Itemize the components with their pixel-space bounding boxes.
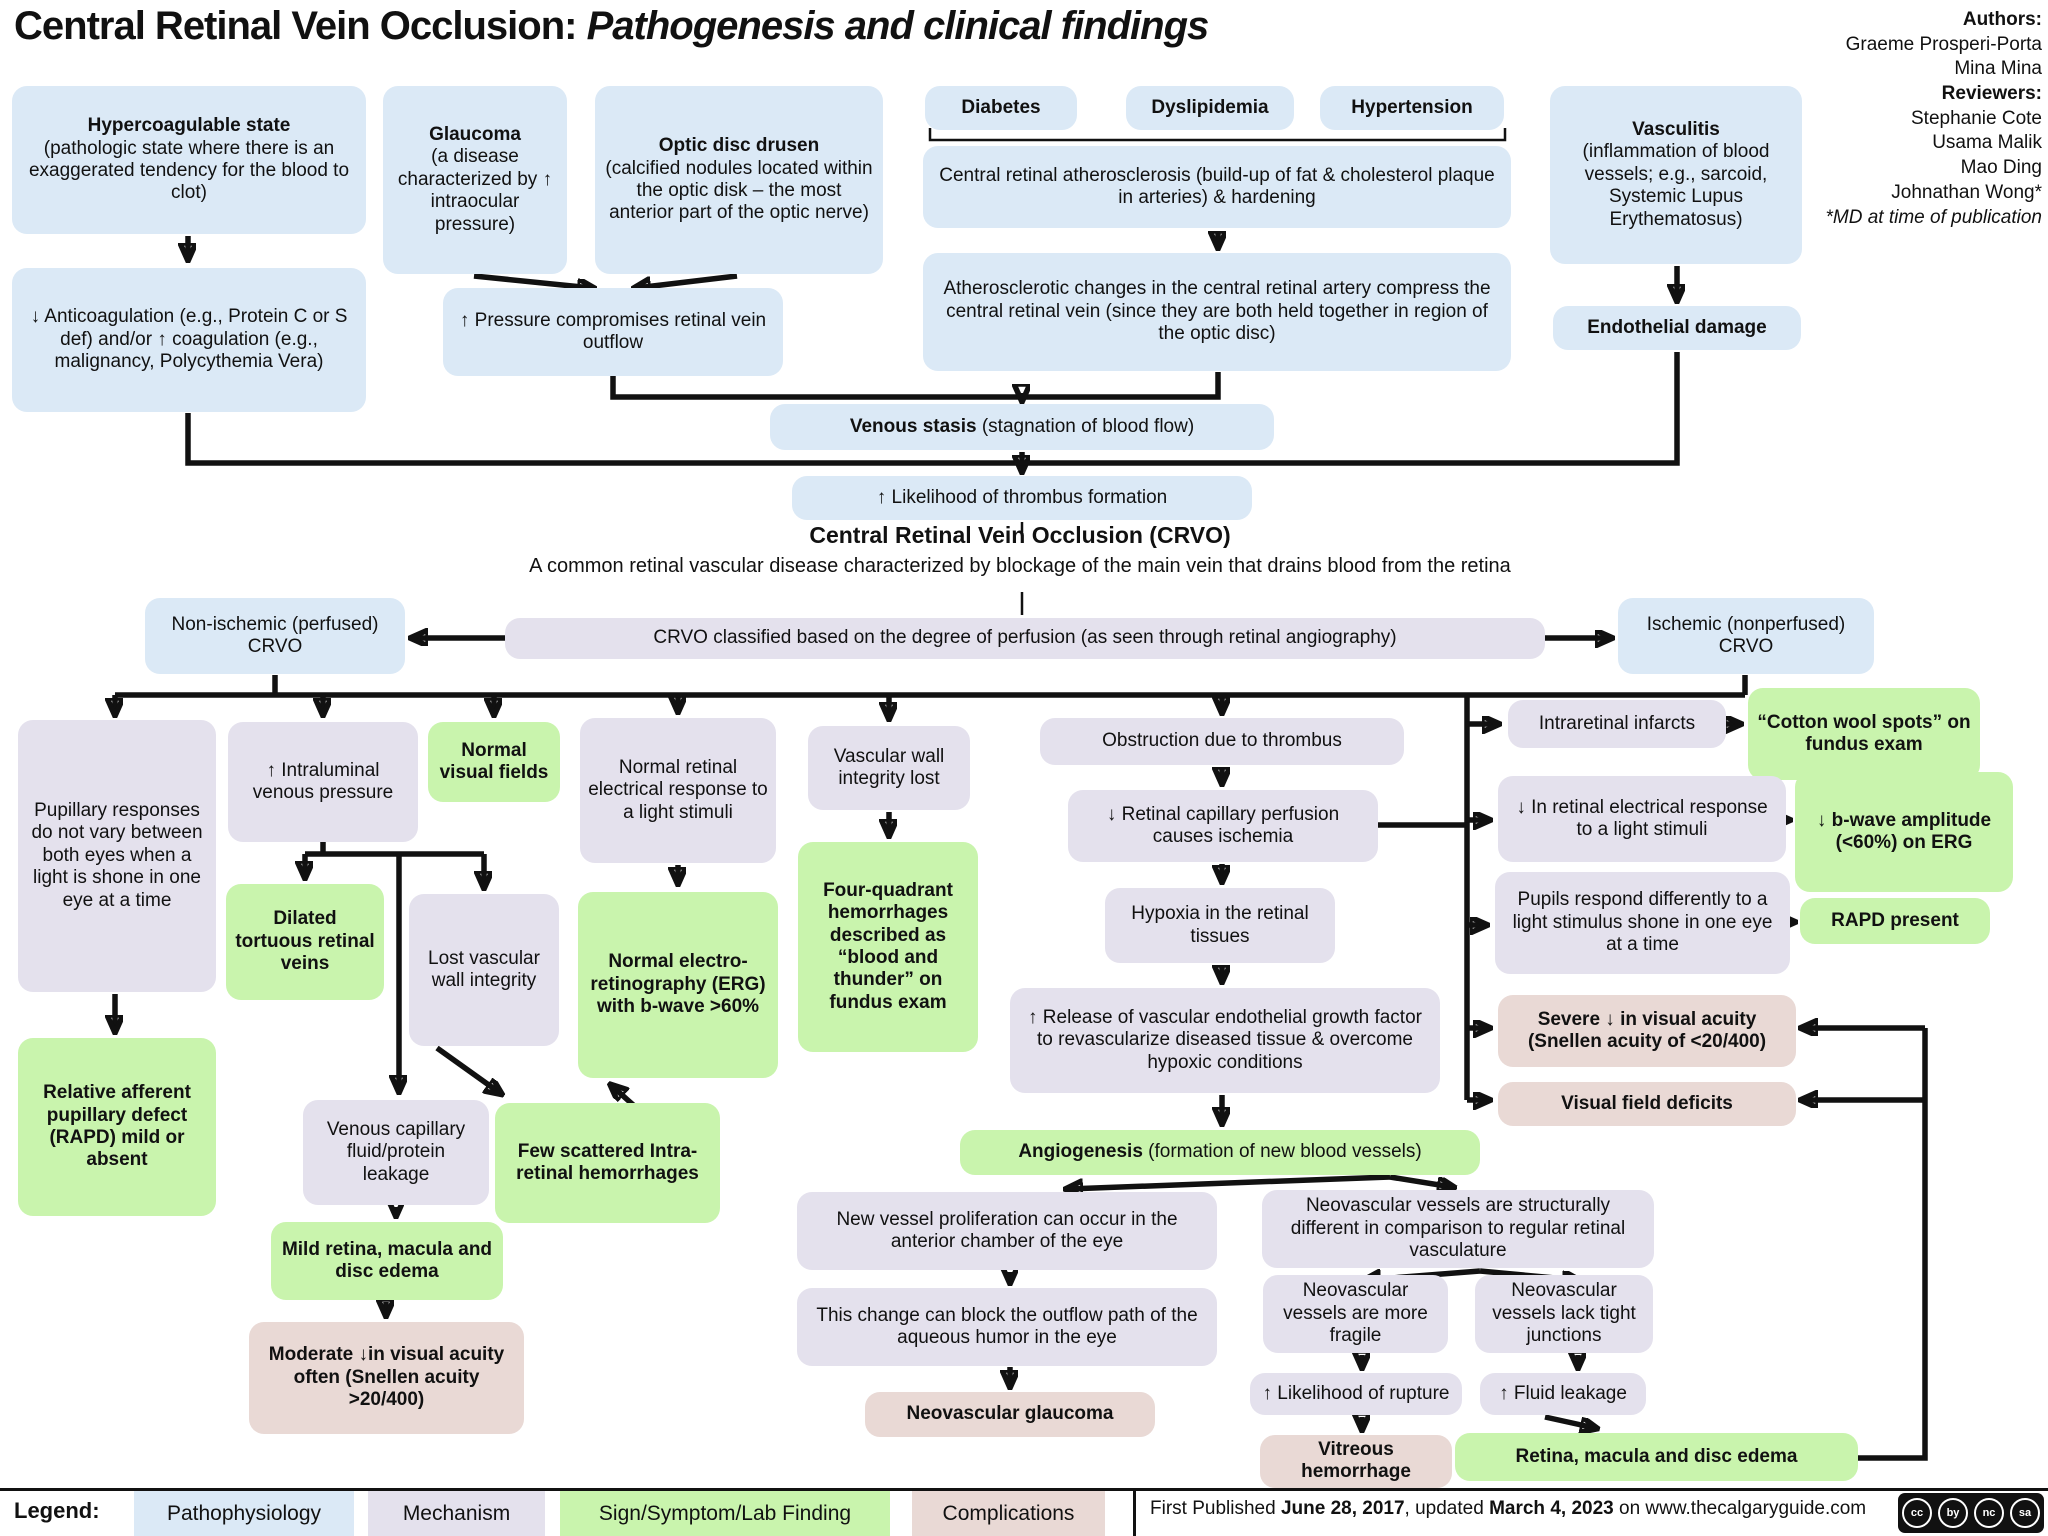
node-vasculitis: Vasculitis(inflammation of blood vessels… — [1550, 86, 1802, 264]
node-new-vessel-proliferation: New vessel proliferation can occur in th… — [797, 1192, 1217, 1270]
credits-block: Authors: Graeme Prosperi-Porta Mina Mina… — [1818, 8, 2043, 230]
node-vascular-wall-lost: Vascular wall integrity lost — [808, 726, 970, 810]
node-pressure-compromises: ↑ Pressure compromises retinal vein outf… — [443, 288, 783, 376]
legend-complications: Complications — [912, 1491, 1105, 1536]
creative-commons-badge: cc by nc sa — [1898, 1493, 2044, 1533]
node-few-scattered-hemorrhages: Few scattered Intra-retinal hemorrhages — [495, 1103, 720, 1223]
cc-by-icon: by — [1938, 1498, 1968, 1528]
node-intraluminal-pressure: ↑ Intraluminal venous pressure — [228, 722, 418, 842]
node-normal-retinal-response: Normal retinal electrical response to a … — [580, 718, 776, 863]
node-diabetes: Diabetes — [925, 86, 1077, 130]
node-angiogenesis: Angiogenesis (formation of new blood ves… — [960, 1130, 1480, 1175]
page-title: Central Retinal Vein Occlusion: Pathogen… — [14, 4, 1209, 48]
node-severe-acuity-loss: Severe ↓ in visual acuity (Snellen acuit… — [1498, 995, 1796, 1067]
node-rapd-mild: Relative afferent pupillary defect (RAPD… — [18, 1038, 216, 1216]
legend-pathophysiology: Pathophysiology — [134, 1491, 354, 1536]
node-lost-vascular-wall: Lost vascular wall integrity — [409, 894, 559, 1046]
legend-divider — [1133, 1488, 1136, 1536]
node-rapd-present: RAPD present — [1800, 898, 1990, 944]
node-neovascular-glaucoma: Neovascular glaucoma — [865, 1392, 1155, 1437]
node-venous-stasis: Venous stasis (stagnation of blood flow) — [770, 404, 1274, 450]
crvo-heading: Central Retinal Vein Occlusion (CRVO) — [809, 522, 1231, 548]
node-optic-disc-drusen: Optic disc drusen(calcified nodules loca… — [595, 86, 883, 274]
node-decreased-retinal-response: ↓ In retinal electrical response to a li… — [1498, 776, 1786, 862]
author: Mina Mina — [1954, 58, 2042, 80]
node-vitreous-hemorrhage: Vitreous hemorrhage — [1260, 1435, 1452, 1488]
node-endothelial-damage: Endothelial damage — [1553, 306, 1801, 350]
node-venous-capillary-leakage: Venous capillary fluid/protein leakage — [303, 1100, 489, 1205]
legend-label: Legend: — [14, 1498, 100, 1523]
node-normal-visual-fields: Normal visual fields — [428, 722, 560, 802]
node-vegf-release: ↑ Release of vascular endothelial growth… — [1010, 988, 1440, 1093]
credits-note: *MD at time of publication — [1825, 206, 2043, 228]
node-thrombus-formation: ↑ Likelihood of thrombus formation — [792, 476, 1252, 520]
node-crvo-classified: CRVO classified based on the degree of p… — [505, 618, 1545, 659]
node-block-outflow: This change can block the outflow path o… — [797, 1288, 1217, 1366]
node-hypertension: Hypertension — [1320, 86, 1504, 130]
node-neovascular-different: Neovascular vessels are structurally dif… — [1262, 1190, 1654, 1268]
legend-sign-symptom: Sign/Symptom/Lab Finding — [560, 1491, 890, 1536]
node-intraretinal-infarcts: Intraretinal infarcts — [1508, 700, 1726, 748]
node-neovascular-fragile: Neovascular vessels are more fragile — [1263, 1275, 1448, 1353]
publication-info: First Published June 28, 2017, updated M… — [1150, 1498, 1867, 1519]
node-anticoagulation: ↓ Anticoagulation (e.g., Protein C or S … — [12, 268, 366, 412]
reviewers-label: Reviewers: — [1941, 83, 2042, 105]
node-atherosclerosis: Central retinal atherosclerosis (build-u… — [923, 146, 1511, 228]
node-cotton-wool-spots: “Cotton wool spots” on fundus exam — [1748, 688, 1980, 780]
node-normal-erg: Normal electro-retinography (ERG) with b… — [578, 892, 778, 1078]
node-dyslipidemia: Dyslipidemia — [1126, 86, 1294, 130]
node-retina-macula-edema: Retina, macula and disc edema — [1455, 1433, 1858, 1481]
node-pupils-respond-differently: Pupils respond differently to a light st… — [1495, 872, 1790, 974]
node-visual-field-deficits: Visual field deficits — [1498, 1082, 1796, 1126]
crvo-description: A common retinal vascular disease charac… — [529, 555, 1511, 577]
reviewer: Usama Malik — [1932, 132, 2042, 154]
node-atherosclerotic-changes: Atherosclerotic changes in the central r… — [923, 253, 1511, 371]
node-likelihood-rupture: ↑ Likelihood of rupture — [1250, 1373, 1462, 1415]
node-nonischemic-crvo: Non-ischemic (perfused) CRVO — [145, 598, 405, 674]
cc-icon: cc — [1902, 1498, 1932, 1528]
node-ischemic-crvo: Ischemic (nonperfused) CRVO — [1618, 598, 1874, 674]
cc-nc-icon: nc — [1974, 1498, 2004, 1528]
node-bwave-amplitude: ↓ b-wave amplitude (<60%) on ERG — [1795, 772, 2013, 892]
reviewer: Mao Ding — [1960, 157, 2042, 179]
node-four-quadrant-hemorrhages: Four-quadrant hemorrhages described as “… — [798, 842, 978, 1052]
node-mild-edema: Mild retina, macula and disc edema — [271, 1222, 503, 1300]
node-hypercoagulable: Hypercoagulable state(pathologic state w… — [12, 86, 366, 234]
reviewer: Johnathan Wong* — [1891, 181, 2042, 203]
node-pupillary-responses: Pupillary responses do not vary between … — [18, 720, 216, 992]
reviewer: Stephanie Cote — [1911, 107, 2042, 129]
node-dilated-tortuous-veins: Dilated tortuous retinal veins — [226, 884, 384, 1000]
node-moderate-acuity-loss: Moderate ↓in visual acuity often (Snelle… — [249, 1322, 524, 1434]
node-obstruction-thrombus: Obstruction due to thrombus — [1040, 718, 1404, 765]
node-retinal-capillary-perfusion: ↓ Retinal capillary perfusion causes isc… — [1068, 790, 1378, 862]
node-fluid-leakage: ↑ Fluid leakage — [1480, 1373, 1646, 1415]
author: Graeme Prosperi-Porta — [1845, 33, 2042, 55]
cc-sa-icon: sa — [2010, 1498, 2040, 1528]
node-glaucoma: Glaucoma(a disease characterized by ↑ in… — [383, 86, 567, 274]
legend-mechanism: Mechanism — [368, 1491, 545, 1536]
node-hypoxia: Hypoxia in the retinal tissues — [1105, 888, 1335, 963]
node-neovascular-tight-junctions: Neovascular vessels lack tight junctions — [1475, 1275, 1653, 1353]
authors-label: Authors: — [1962, 9, 2042, 30]
